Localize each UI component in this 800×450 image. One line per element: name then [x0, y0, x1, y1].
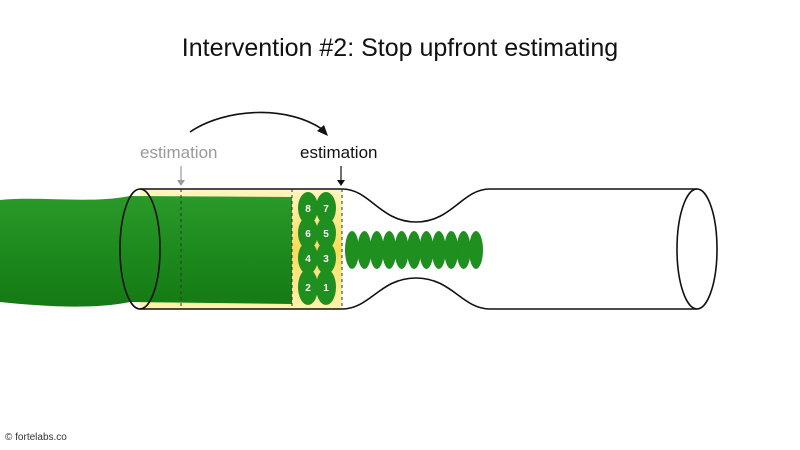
work-item-chip — [298, 192, 318, 224]
work-item-number: 7 — [323, 204, 329, 215]
work-item-number: 3 — [323, 254, 329, 265]
work-item-number: 1 — [323, 283, 329, 294]
work-item-number: 2 — [305, 283, 311, 294]
work-item-number: 5 — [323, 229, 329, 240]
flowing-work-item — [369, 231, 384, 269]
flowing-work-item — [419, 231, 434, 269]
work-item-chip — [316, 192, 336, 224]
work-item-chip — [298, 217, 318, 249]
move-arrow-curve — [189, 111, 327, 133]
work-stream — [0, 196, 292, 307]
pipe-top-edge — [140, 188, 697, 223]
work-item-number: 8 — [305, 204, 311, 215]
flowing-work-item — [456, 231, 471, 269]
pipe-right-opening — [676, 188, 718, 310]
slide-title: Intervention #2: Stop upfront estimating — [181, 34, 619, 62]
numbered-work-items: 8 7 6 5 4 3 2 1 — [298, 192, 336, 305]
old-estimation-label: estimation — [140, 143, 218, 162]
flowing-work-item — [469, 231, 483, 269]
work-item-number: 6 — [305, 229, 311, 240]
flowing-work-item — [345, 231, 359, 269]
flowing-work-item — [382, 231, 397, 269]
flowing-work-item — [357, 231, 372, 269]
copyright-credit: © fortelabs.co — [5, 432, 67, 443]
work-item-chip — [316, 217, 336, 249]
work-item-chip — [298, 269, 318, 305]
new-down-arrow-head — [337, 180, 345, 186]
work-item-chip — [316, 242, 336, 274]
flowing-work-item — [444, 231, 459, 269]
work-item-chip — [316, 269, 336, 305]
old-down-arrow-head — [177, 180, 185, 186]
pipe-left-opening — [119, 188, 161, 310]
flowing-work-item — [431, 231, 446, 269]
new-estimation-label: estimation — [300, 143, 378, 162]
flowing-work-item — [407, 231, 421, 269]
move-arrow-head — [317, 125, 328, 136]
work-item-chip — [298, 242, 318, 274]
flowing-work-item — [394, 231, 409, 269]
pipe-bottom-edge — [140, 277, 697, 310]
work-item-number: 4 — [305, 254, 311, 265]
flowing-work-items — [345, 231, 483, 269]
